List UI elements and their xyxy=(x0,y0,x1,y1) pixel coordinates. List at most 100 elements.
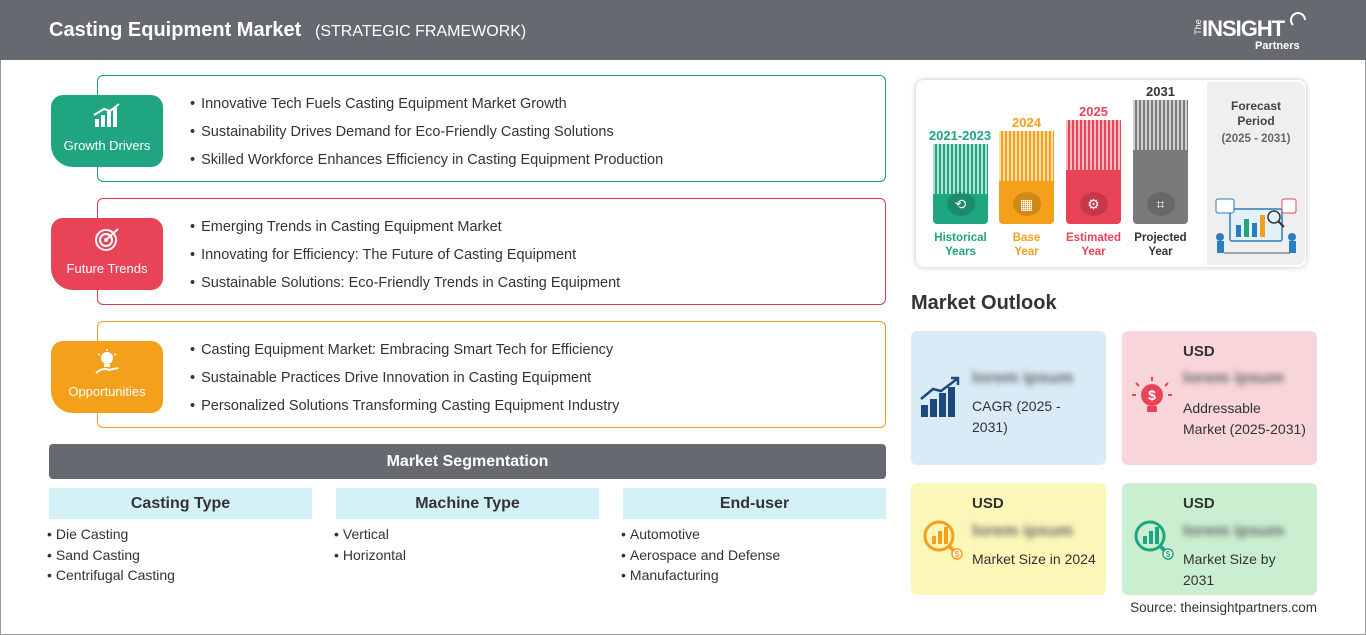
timeline-period-line2: Year xyxy=(1148,246,1173,258)
end-user-list: Automotive Aerospace and Defense Manufac… xyxy=(621,525,780,587)
bar-stripe xyxy=(999,131,1054,181)
timeline-period-line2: Year xyxy=(1014,246,1039,258)
market-size-2031-value: lorem ipsum xyxy=(1183,521,1285,540)
timeline-period-line1: Estimated xyxy=(1066,232,1121,244)
growth-drivers-list: Innovative Tech Fuels Casting Equipment … xyxy=(190,94,663,178)
timeline-bar-2025: ⚙ xyxy=(1066,120,1121,224)
svg-text:$: $ xyxy=(1166,550,1171,559)
timeline-period-line2: Year xyxy=(1081,246,1106,258)
future-trends-list: Emerging Trends in Casting Equipment Mar… xyxy=(190,217,620,301)
cagr-label: CAGR (2025 - 2031) xyxy=(972,398,1061,435)
list-item: Vertical xyxy=(334,525,406,546)
estimate-icon: ⚙ xyxy=(1079,192,1108,216)
projection-icon: ⌗ xyxy=(1146,192,1175,216)
bar-stripe xyxy=(933,144,988,194)
list-item: Horizontal xyxy=(334,546,406,567)
timeline-bar-2031: ⌗ xyxy=(1133,100,1188,224)
cagr-value: lorem ipsum xyxy=(972,368,1074,387)
addressable-market-label: Addressable Market (2025-2031) xyxy=(1183,400,1306,437)
growth-drivers-box: Innovative Tech Fuels Casting Equipment … xyxy=(97,75,886,182)
bar-chart-icon xyxy=(51,103,163,136)
forecast-title: Forecast Period xyxy=(1207,99,1305,129)
segment-heading-end-user: End-user xyxy=(623,488,886,519)
timeline-bar-2021-2023: ⟲ xyxy=(933,144,988,224)
segment-heading-machine-type: Machine Type xyxy=(336,488,599,519)
currency-label: USD xyxy=(1183,495,1215,512)
dollar-bulb-icon: $ xyxy=(1132,377,1172,412)
timeline-year-label: 2025 xyxy=(1079,104,1108,119)
opportunities-box: Casting Equipment Market: Embracing Smar… xyxy=(97,321,886,428)
growth-drivers-label: Growth Drivers xyxy=(63,138,151,153)
casting-type-list: Die Casting Sand Casting Centrifugal Cas… xyxy=(47,525,175,587)
list-item: Manufacturing xyxy=(621,566,780,587)
currency-label: USD xyxy=(1183,343,1215,360)
market-size-2024-label: Market Size in 2024 xyxy=(972,551,1096,567)
bar-stripe xyxy=(1133,100,1188,150)
market-size-2031-label: Market Size by 2031 xyxy=(1183,551,1276,588)
bar-stripe xyxy=(1066,120,1121,170)
forecast-title-line1: Forecast xyxy=(1230,99,1282,113)
timeline-period-line1: Historical xyxy=(934,232,987,244)
opportunities-list: Casting Equipment Market: Embracing Smar… xyxy=(190,340,619,424)
list-item: Innovating for Efficiency: The Future of… xyxy=(190,245,620,273)
market-forecast-icon: $ xyxy=(1134,520,1174,560)
timeline-bar-2024: ▦ xyxy=(999,131,1054,224)
list-item: Centrifugal Casting xyxy=(47,566,175,587)
list-item: Casting Equipment Market: Embracing Smar… xyxy=(190,340,619,368)
header-bar: Casting Equipment Market (STRATEGIC FRAM… xyxy=(0,0,1366,60)
timeline-period-line1: Base xyxy=(1012,232,1041,244)
svg-text:$: $ xyxy=(1148,387,1156,403)
list-item: Sustainability Drives Demand for Eco-Fri… xyxy=(190,122,663,150)
page-subtitle: (STRATEGIC FRAMEWORK) xyxy=(315,23,527,40)
analytics-illustration-icon xyxy=(1215,198,1297,254)
source-credit[interactable]: Source: theinsightpartners.com xyxy=(1130,600,1317,615)
list-item: Innovative Tech Fuels Casting Equipment … xyxy=(190,94,663,122)
lightbulb-hand-icon xyxy=(51,349,163,382)
list-item: Die Casting xyxy=(47,525,175,546)
future-trends-box: Emerging Trends in Casting Equipment Mar… xyxy=(97,198,886,305)
forecast-title-line2: Period xyxy=(1237,114,1275,128)
market-outlook-title: Market Outlook xyxy=(911,292,1057,314)
growth-chart-icon xyxy=(920,376,960,417)
future-trends-label: Future Trends xyxy=(66,261,148,276)
market-size-2024-value: lorem ipsum xyxy=(972,521,1074,540)
list-item: Aerospace and Defense xyxy=(621,546,780,567)
insight-partners-logo[interactable]: The INSIGHT Partners xyxy=(1190,10,1310,54)
list-item: Skilled Workforce Enhances Efficiency in… xyxy=(190,150,663,178)
market-size-icon: $ xyxy=(923,520,963,560)
growth-drivers-badge: Growth Drivers xyxy=(51,95,163,167)
segment-heading-casting-type: Casting Type xyxy=(49,488,312,519)
market-size-2031-card: USD $ lorem ipsum Market Size by 2031 xyxy=(1122,483,1317,595)
addressable-market-card: USD $ lorem ipsum Addressable Market (20… xyxy=(1122,331,1317,465)
list-item: Personalized Solutions Transforming Cast… xyxy=(190,396,619,424)
logo-partners: Partners xyxy=(1255,40,1300,52)
svg-text:$: $ xyxy=(955,550,960,559)
list-item: Automotive xyxy=(621,525,780,546)
target-icon xyxy=(51,226,163,259)
forecast-period: (2025 - 2031) xyxy=(1221,133,1291,145)
list-item: Sand Casting xyxy=(47,546,175,567)
market-segmentation-header: Market Segmentation xyxy=(49,444,886,479)
logo-arc-icon xyxy=(1290,12,1306,26)
opportunities-label: Opportunities xyxy=(68,384,146,399)
calendar-icon: ▦ xyxy=(1012,192,1041,216)
timeline-year-label: 2021-2023 xyxy=(928,128,992,143)
timeline-year-label: 2024 xyxy=(1012,115,1041,130)
logo-insight: INSIGHT xyxy=(1202,16,1285,41)
machine-type-list: Vertical Horizontal xyxy=(334,525,406,566)
currency-label: USD xyxy=(972,495,1004,512)
list-item: Sustainable Solutions: Eco-Friendly Tren… xyxy=(190,273,620,301)
market-size-2024-card: USD $ lorem ipsum Market Size in 2024 xyxy=(911,483,1106,595)
timeline-period-line1: Projected xyxy=(1134,232,1187,244)
future-trends-badge: Future Trends xyxy=(51,218,163,290)
page-title: Casting Equipment Market xyxy=(49,19,302,41)
list-item: Emerging Trends in Casting Equipment Mar… xyxy=(190,217,620,245)
history-icon: ⟲ xyxy=(946,192,975,216)
opportunities-badge: Opportunities xyxy=(51,341,163,413)
timeline-year-label: 2031 xyxy=(1146,84,1175,99)
list-item: Sustainable Practices Drive Innovation i… xyxy=(190,368,619,396)
